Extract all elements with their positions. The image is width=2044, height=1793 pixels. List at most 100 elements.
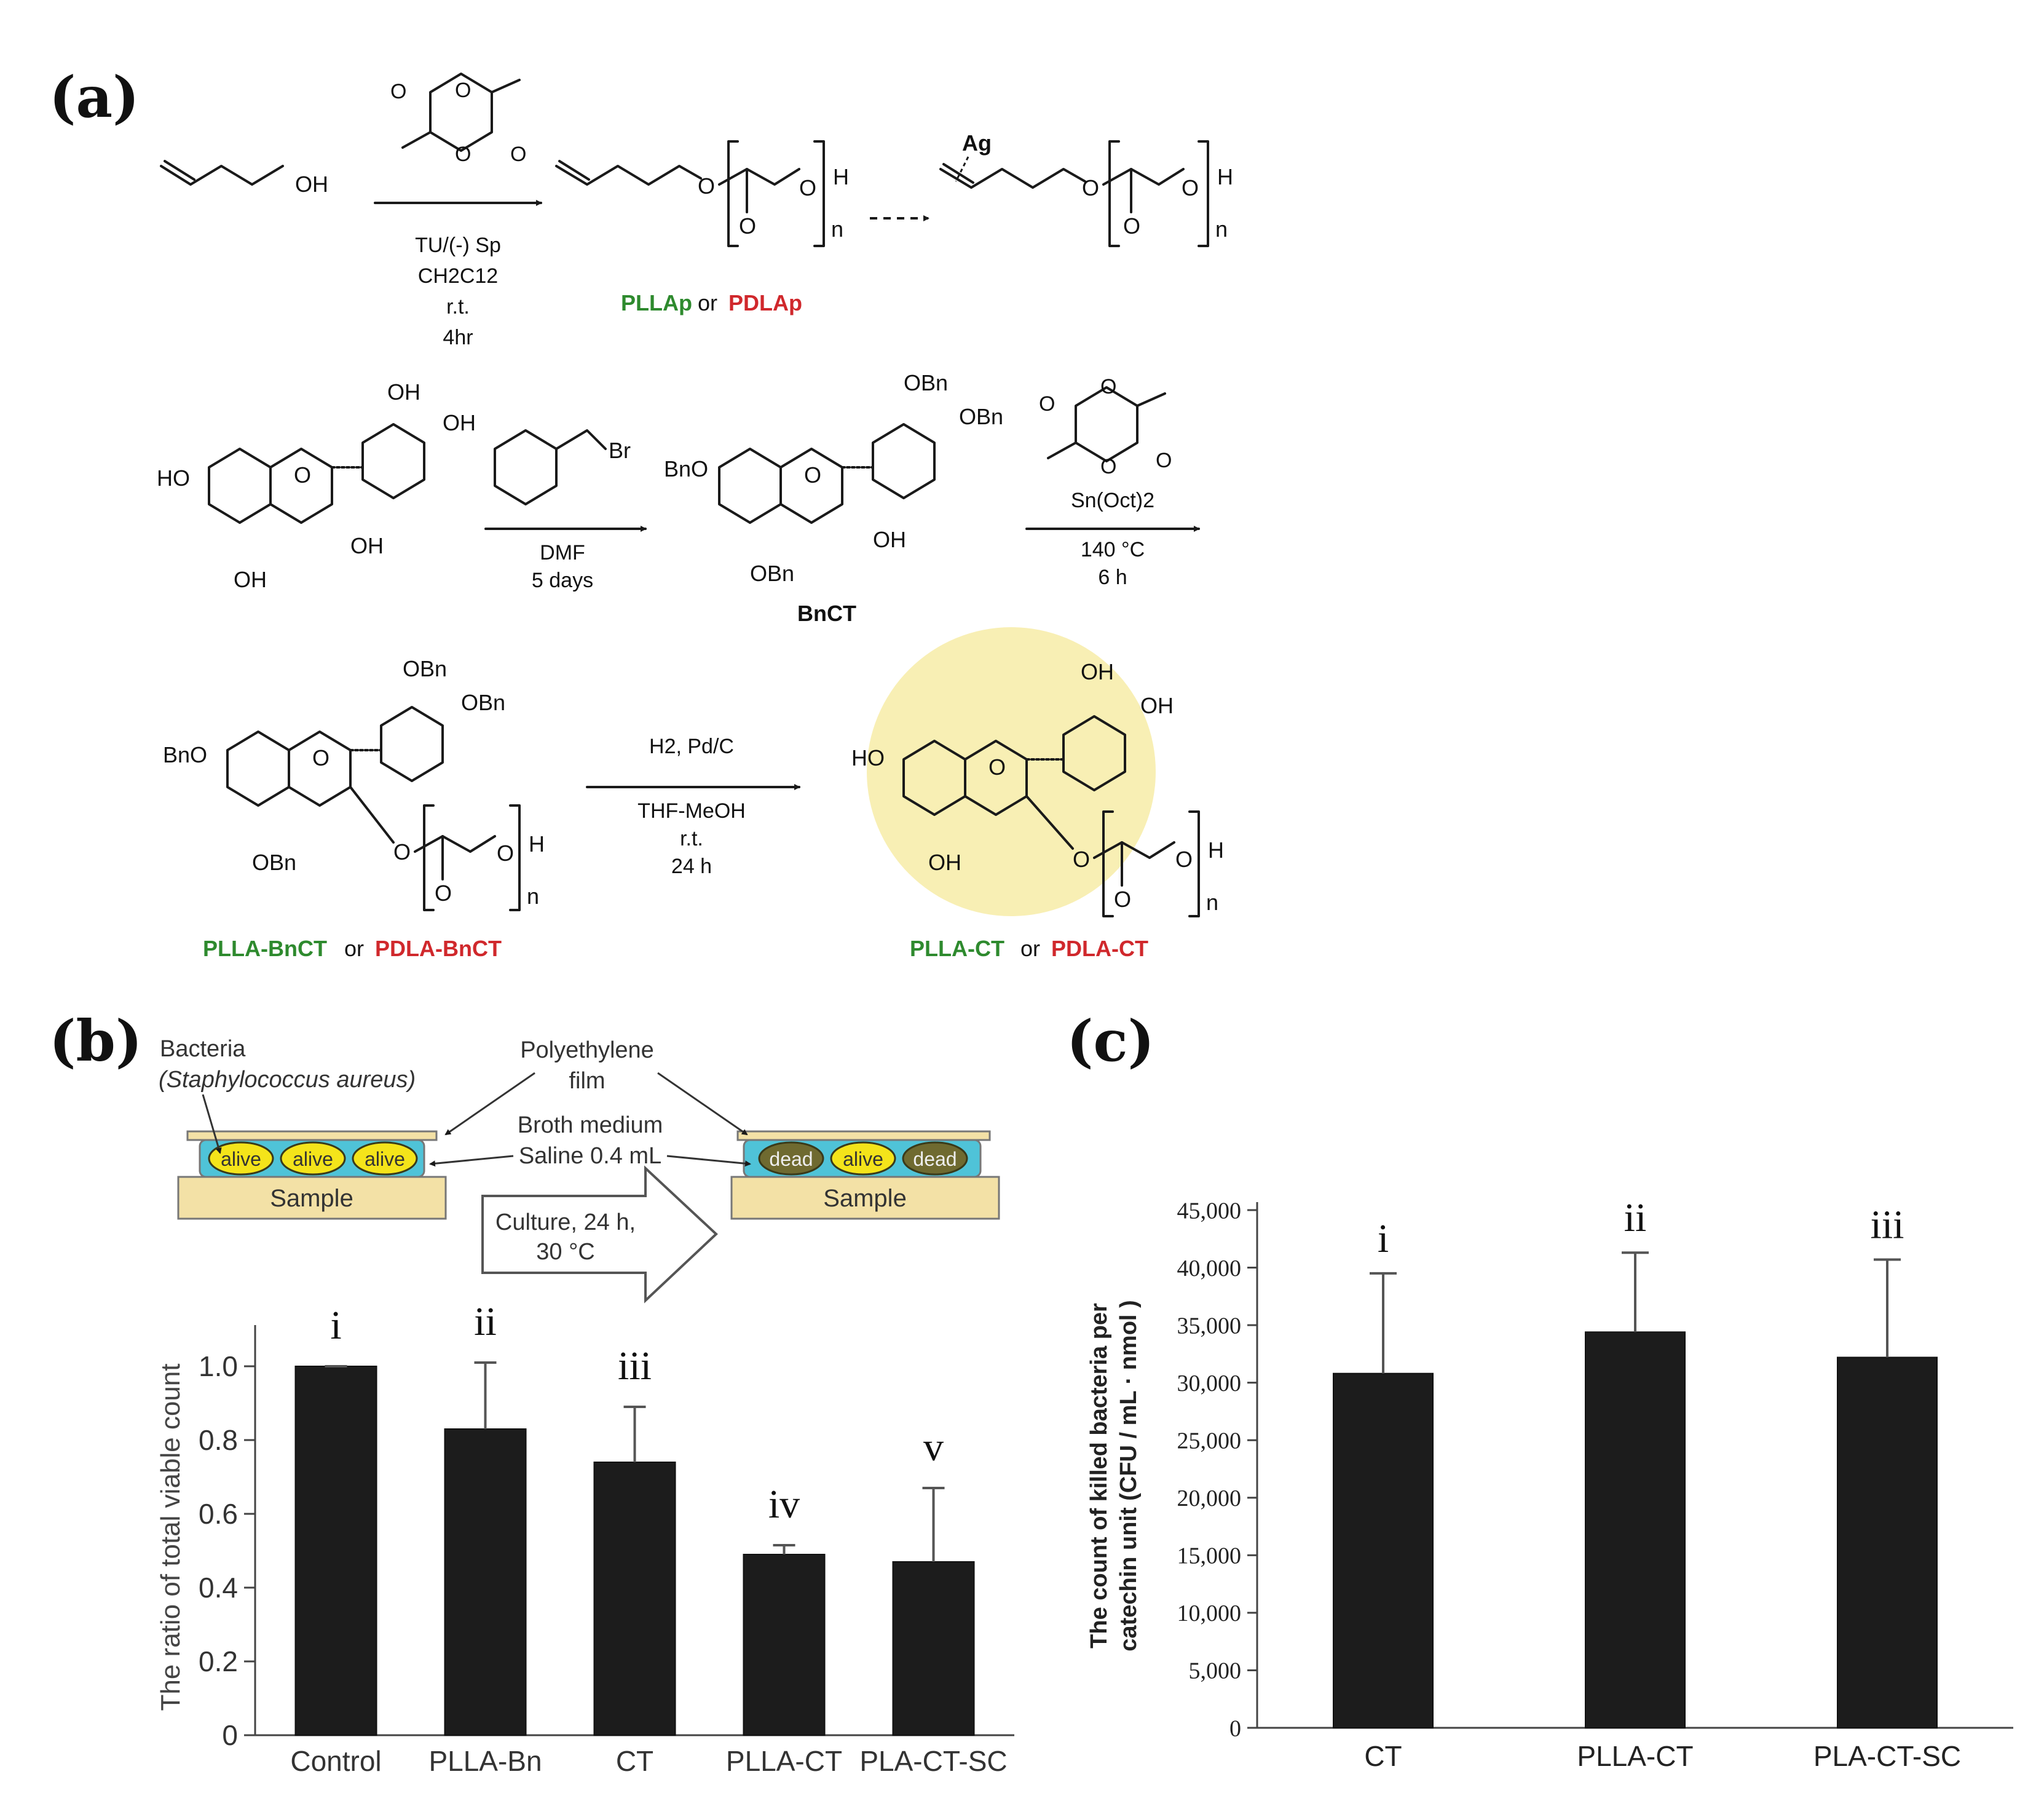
bnct-obn-1: OBn bbox=[904, 370, 948, 395]
plla-bnct: O OBn OBn BnO OBn O O O H n PLLA-BnCT or bbox=[163, 656, 545, 961]
x-tick-label: CT bbox=[1364, 1740, 1402, 1772]
y-tick-label: 30,000 bbox=[1177, 1371, 1242, 1396]
y-tick-label: 1.0 bbox=[199, 1350, 238, 1382]
x-tick-label: PLLA-CT bbox=[1577, 1740, 1693, 1772]
row2-condition-2: 5 days bbox=[532, 569, 593, 592]
svg-text:O: O bbox=[1039, 392, 1055, 416]
broth-label-1: Broth medium bbox=[518, 1112, 663, 1138]
bnct-obn-3: OBn bbox=[750, 561, 794, 586]
pentenol-double-bond bbox=[164, 160, 195, 181]
svg-text:O: O bbox=[799, 175, 816, 200]
bar-marker-label: iii bbox=[618, 1344, 652, 1388]
film-left bbox=[186, 1130, 438, 1141]
svg-text:O: O bbox=[988, 754, 1006, 780]
row1-condition-3: r.t. bbox=[446, 295, 470, 319]
plla-bnct-or: or bbox=[344, 936, 364, 961]
cell-alive: alive bbox=[208, 1141, 274, 1176]
bar bbox=[593, 1462, 676, 1736]
bar bbox=[743, 1554, 826, 1736]
y-tick-label: 35,000 bbox=[1177, 1313, 1242, 1339]
row2-condition-5: 6 h bbox=[1098, 566, 1127, 589]
svg-text:n: n bbox=[527, 884, 539, 909]
catechin-oh-1: OH bbox=[387, 379, 420, 405]
y-tick-label: 20,000 bbox=[1177, 1486, 1242, 1511]
row2-condition-1: DMF bbox=[540, 541, 585, 564]
y-tick-label: 10,000 bbox=[1177, 1601, 1242, 1626]
x-tick-label: CT bbox=[616, 1745, 653, 1777]
y-tick-label: 5,000 bbox=[1189, 1658, 1242, 1684]
sample-right-label: Sample bbox=[823, 1185, 907, 1212]
bar bbox=[444, 1428, 527, 1736]
pllact-ho: HO bbox=[851, 745, 885, 770]
pllact-oh-2: OH bbox=[1140, 693, 1174, 718]
svg-text:O: O bbox=[455, 143, 471, 166]
bnct-bno: BnO bbox=[664, 456, 708, 481]
cell-shape bbox=[352, 1141, 418, 1176]
catechin-ho: HO bbox=[157, 465, 190, 491]
panel-c: (c) 05,00010,00015,00020,00025,00030,000… bbox=[1067, 1008, 2013, 1772]
catechin-oh-3: OH bbox=[350, 533, 384, 558]
chart-b-ylabel: The ratio of total viable count bbox=[156, 1364, 186, 1711]
cell-label: dead bbox=[769, 1148, 813, 1170]
film-label-2: film bbox=[569, 1068, 605, 1094]
plla-ct-name: PLLA-CT bbox=[910, 936, 1004, 961]
x-tick-label: Control bbox=[290, 1745, 381, 1777]
bar-marker-label: v bbox=[923, 1425, 944, 1470]
plla-ct: O OH OH HO OH O O O H n PLLA-CT or PDLA-… bbox=[851, 627, 1224, 961]
row2-condition-4: 140 °C bbox=[1081, 538, 1145, 561]
svg-text:O: O bbox=[1182, 175, 1199, 200]
bacteria-species: (Staphylococcus aureus) bbox=[159, 1067, 416, 1093]
sample-left bbox=[177, 1176, 447, 1220]
panel-a-label: (a) bbox=[49, 64, 140, 130]
cell-label: alive bbox=[843, 1148, 883, 1170]
bnct: O OBn OBn BnO OH OBn BnCT bbox=[664, 370, 1003, 626]
bnct-name: BnCT bbox=[797, 601, 856, 626]
broth-pointer-right bbox=[666, 1155, 751, 1167]
x-tick-label: PLA-CT-SC bbox=[859, 1745, 1007, 1777]
cell-label: alive bbox=[293, 1148, 333, 1170]
catechin-highlight bbox=[867, 627, 1156, 916]
chart-c: 05,00010,00015,00020,00025,00030,00035,0… bbox=[1177, 1195, 2013, 1772]
x-tick-label: PLA-CT-SC bbox=[1813, 1740, 1961, 1772]
svg-text:O: O bbox=[294, 462, 311, 488]
svg-text:O: O bbox=[497, 841, 514, 866]
pllact-oh-3: OH bbox=[928, 850, 961, 875]
pllap-name: PLLAp bbox=[621, 290, 692, 315]
svg-text:O: O bbox=[1114, 887, 1131, 912]
svg-text:O: O bbox=[1123, 213, 1140, 239]
cell-shape bbox=[902, 1141, 968, 1176]
svg-text:O: O bbox=[510, 143, 526, 166]
ag-label: Ag bbox=[962, 130, 992, 156]
sample-left-label: Sample bbox=[270, 1185, 353, 1212]
cell-shape bbox=[830, 1141, 896, 1176]
svg-text:O: O bbox=[1082, 175, 1099, 200]
pllap-n: n bbox=[831, 216, 843, 242]
y-tick-label: 0.2 bbox=[199, 1645, 238, 1677]
cell-shape bbox=[280, 1141, 346, 1176]
row1-condition-1: TU/(-) Sp bbox=[415, 234, 501, 257]
y-tick-label: 40,000 bbox=[1177, 1256, 1242, 1281]
cell-alive: alive bbox=[352, 1141, 418, 1176]
row2-scheme: O OH OH HO OH OH Br DMF 5 days O bbox=[157, 370, 1200, 626]
row3-scheme: O OBn OBn BnO OBn O O O H n PLLA-BnCT or bbox=[163, 627, 1224, 961]
pllap-o: O bbox=[698, 173, 715, 199]
pllap-h: H bbox=[833, 164, 849, 189]
x-tick-label: PLLA-Bn bbox=[428, 1745, 542, 1777]
culture-label-2: 30 °C bbox=[536, 1239, 594, 1265]
x-tick-label: PLLA-CT bbox=[726, 1745, 842, 1777]
svg-text:O: O bbox=[804, 462, 821, 488]
catechin: O OH OH HO OH OH bbox=[157, 379, 476, 592]
pllabnct-bno: BnO bbox=[163, 742, 207, 767]
catechin-oh-2: OH bbox=[443, 410, 476, 435]
pllap-structure: O O O H n PLLAp or PDLAp bbox=[555, 140, 849, 315]
catechin-oh-4: OH bbox=[234, 567, 267, 592]
reagent-br: Br bbox=[609, 438, 631, 463]
pdlap-name: PDLAp bbox=[728, 290, 802, 315]
cell-label: dead bbox=[913, 1148, 957, 1170]
film-right bbox=[736, 1130, 991, 1141]
cells-left: alive alive alive bbox=[208, 1141, 418, 1176]
bar bbox=[1585, 1331, 1686, 1729]
y-tick-label: 0.4 bbox=[199, 1572, 238, 1604]
pllabnct-obn-1: OBn bbox=[403, 656, 447, 681]
